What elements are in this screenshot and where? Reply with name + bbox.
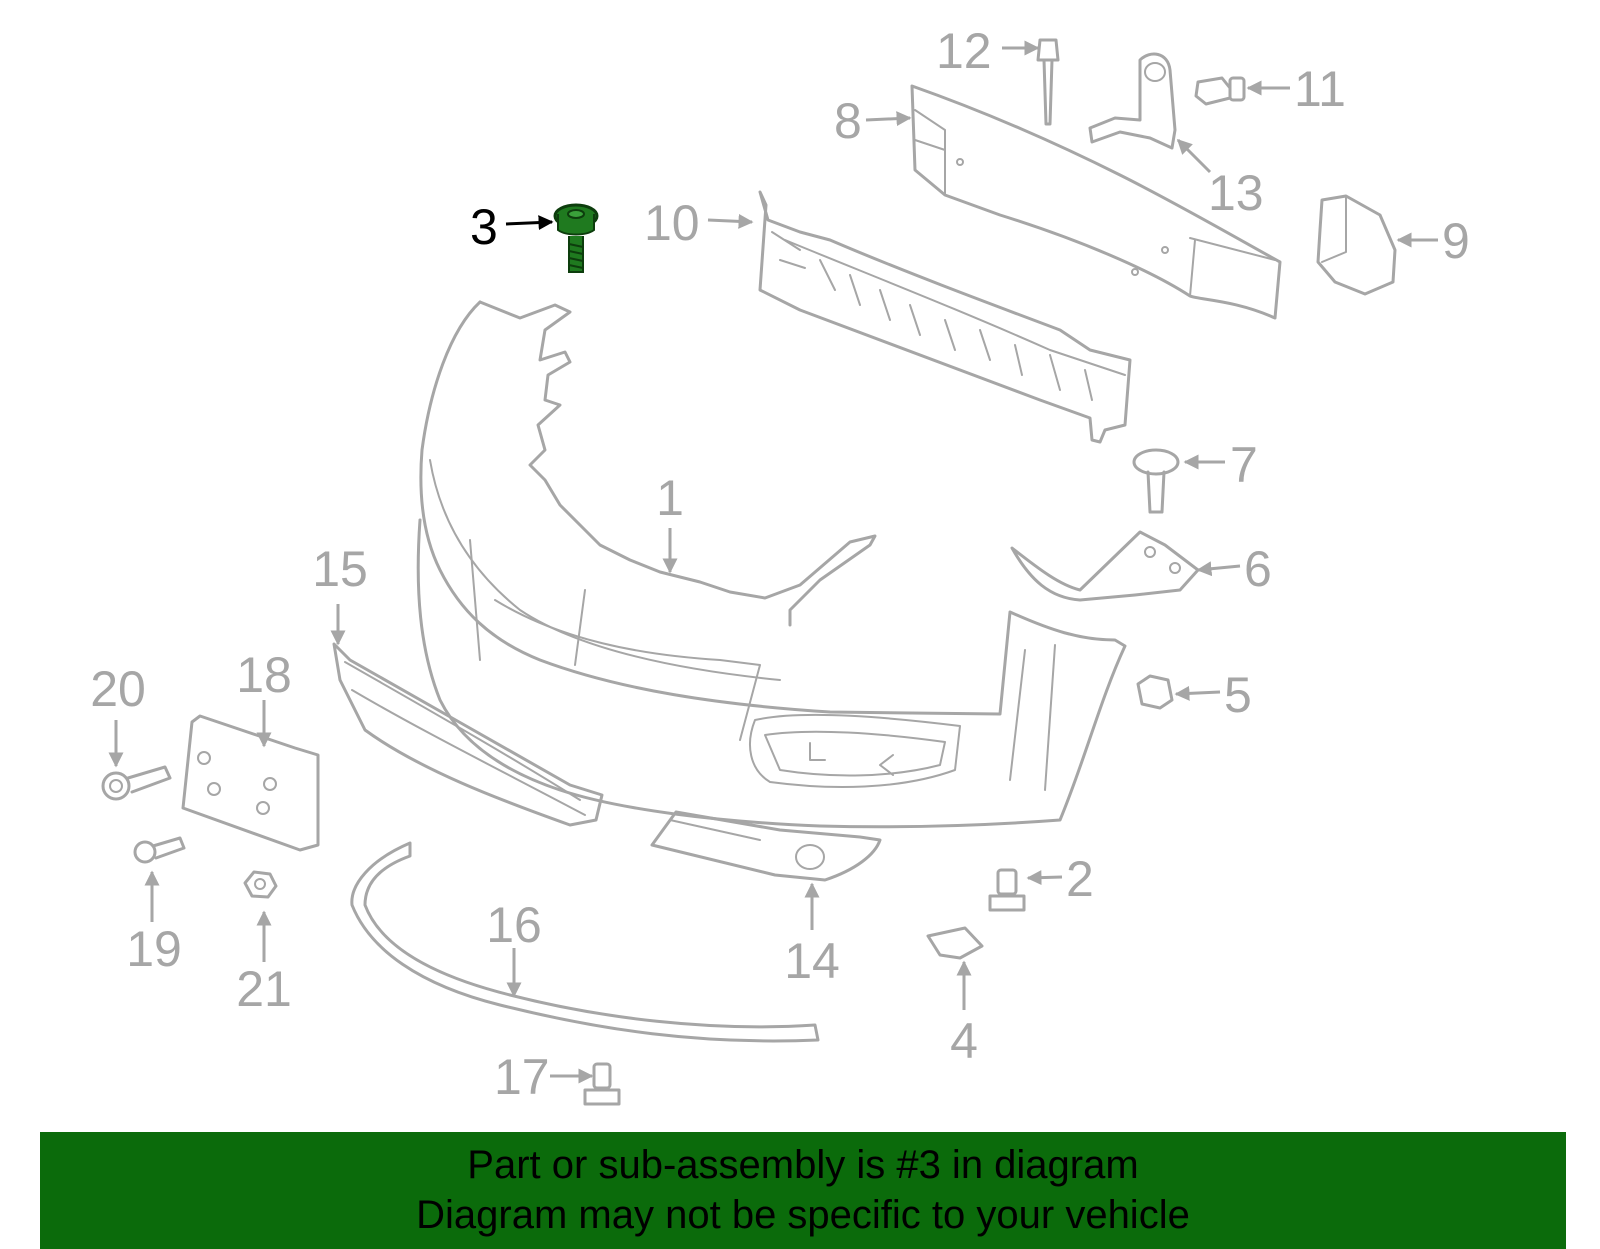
- part-5-nut[interactable]: [1136, 674, 1174, 710]
- part-7-push-pin[interactable]: [1132, 448, 1180, 514]
- part-6-bracket[interactable]: [1010, 530, 1200, 602]
- part-10-energy-absorber[interactable]: [758, 190, 1132, 444]
- callout-1[interactable]: 1: [656, 470, 684, 526]
- leader-lines: [108, 40, 1438, 1084]
- part-20-bolt[interactable]: [101, 765, 172, 801]
- part-2-bolt[interactable]: [988, 868, 1026, 912]
- callout-2[interactable]: 2: [1066, 851, 1094, 907]
- callout-13[interactable]: 13: [1208, 165, 1264, 221]
- callout-7[interactable]: 7: [1230, 437, 1258, 493]
- part-13-bracket[interactable]: [1088, 52, 1177, 150]
- callout-5[interactable]: 5: [1224, 667, 1252, 723]
- callout-11[interactable]: 11: [1294, 61, 1346, 117]
- part-19-bolt[interactable]: [133, 836, 186, 864]
- part-4-clip[interactable]: [926, 926, 984, 960]
- part-17-bolt[interactable]: [583, 1062, 621, 1106]
- part-14-fog-lamp-bezel[interactable]: [650, 810, 882, 882]
- callout-6[interactable]: 6: [1244, 541, 1272, 597]
- callout-8[interactable]: 8: [834, 93, 862, 149]
- callout-20[interactable]: 20: [90, 661, 146, 717]
- callout-15[interactable]: 15: [312, 541, 368, 597]
- part-12-rivet[interactable]: [1036, 38, 1060, 126]
- part-16-lower-strip[interactable]: [350, 841, 820, 1043]
- part-18-license-bracket[interactable]: [181, 714, 320, 852]
- callout-9[interactable]: 9: [1442, 213, 1470, 269]
- callout-19[interactable]: 19: [126, 921, 182, 977]
- callout-12[interactable]: 12: [936, 23, 992, 79]
- callout-labels: 1 2 3 4 5 6 7 8 9 10 11 12 13 14 15 16 1…: [90, 23, 1470, 1105]
- info-banner: Part or sub-assembly is #3 in diagram Di…: [40, 1132, 1566, 1249]
- banner-line-2: Diagram may not be specific to your vehi…: [416, 1193, 1190, 1237]
- callout-17[interactable]: 17: [494, 1049, 550, 1105]
- part-11-clip[interactable]: [1194, 76, 1246, 106]
- part-9-bracket[interactable]: [1316, 194, 1397, 296]
- callout-14[interactable]: 14: [784, 933, 840, 989]
- callout-10[interactable]: 10: [644, 195, 700, 251]
- callout-3[interactable]: 3: [470, 199, 498, 255]
- callout-16[interactable]: 16: [486, 897, 542, 953]
- part-8-reinforcement[interactable]: [910, 84, 1282, 320]
- part-15-lower-grille[interactable]: [332, 642, 604, 827]
- part-21-nut[interactable]: [243, 870, 278, 899]
- callout-18[interactable]: 18: [236, 647, 292, 703]
- part-1-bumper-cover[interactable]: [416, 300, 1127, 829]
- banner-line-1: Part or sub-assembly is #3 in diagram: [467, 1143, 1139, 1187]
- part-3-screw-highlighted[interactable]: [553, 203, 599, 273]
- callout-21[interactable]: 21: [236, 961, 292, 1017]
- callout-4[interactable]: 4: [950, 1013, 978, 1069]
